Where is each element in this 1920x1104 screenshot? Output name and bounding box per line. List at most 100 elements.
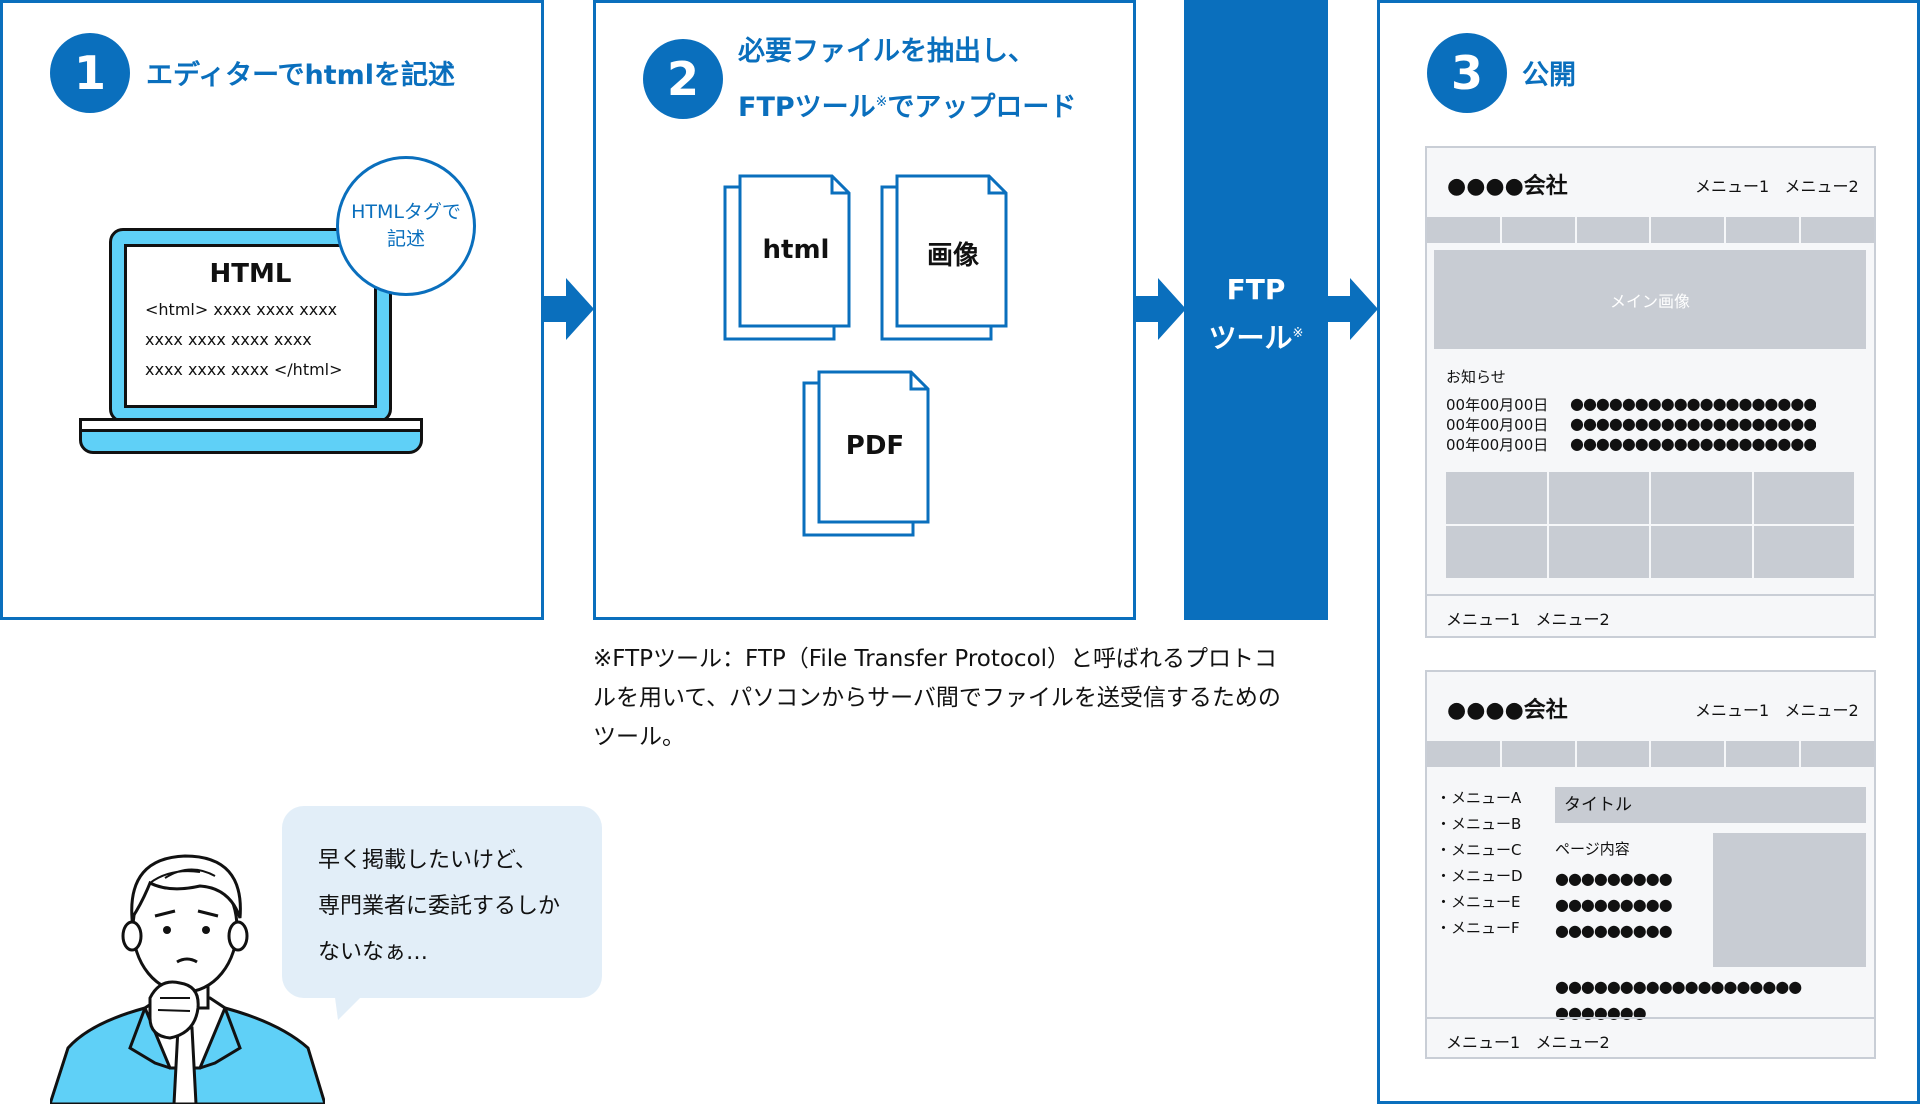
content-dots: ●●●●●●●●● [1555,869,1673,888]
news-text: ●●●●●●●●●●●●●●●●●●● [1570,394,1817,413]
page-content-dots: ●●●●●●●●● ●●●●●●●●● ●●●●●●●●● [1555,866,1705,944]
news-title: お知らせ [1446,368,1506,386]
grid-cell [1753,526,1854,578]
grid-cell [1548,526,1649,578]
content-dots: ●●●●●●●●● [1555,895,1673,914]
code-line: xxxx xxxx xxxx </html> [145,360,343,379]
worried-man-icon [50,854,325,1104]
news-date: 00年00月00日 [1446,396,1549,414]
news-row: 00年00月00日 ●●●●●●●●●●●●●●●●●●● [1446,414,1866,434]
speech-line: ないなぁ… [318,940,429,965]
menu-item: メニュー1 [1695,177,1770,196]
ftp-tool-text: ツール [1208,321,1293,355]
file-label: html [762,235,830,265]
site-nav-bar [1427,741,1874,767]
code-line: xxxx xxxx xxxx xxxx [145,330,312,349]
speech-bubble: 早く掲載したいけど、 専門業者に委託するしか ないなぁ… [282,806,602,998]
menu-item: メニュー2 [1535,610,1610,629]
site-footer-menu: メニュー1 メニュー2 [1446,606,1610,630]
step2-title-rest: でアップロード [887,92,1077,123]
website-mockup-top: ●●●●会社 メニュー1 メニュー2 メイン画像 お知らせ 00年00月00日 … [1425,146,1876,638]
news-list: 00年00月00日 ●●●●●●●●●●●●●●●●●●● 00年00月00日 … [1446,394,1866,454]
menu-item: メニュー1 [1446,610,1521,629]
side-menu-item: ・メニューA [1436,789,1522,807]
ftp-label: FTP [1226,273,1286,306]
grid-cell [1651,526,1752,578]
side-menu: ・メニューA ・メニューB ・メニューC ・メニューD ・メニューE ・メニュー… [1436,785,1523,941]
laptop-base-top [79,418,423,432]
nav-cell [1576,217,1650,243]
step3-number: 3 [1427,33,1507,113]
step1-panel: 1 エディターでhtmlを記述 HTML <html> xxxx xxxx xx… [0,0,544,620]
nav-cell [1651,217,1725,243]
ftp-footnote: ※FTPツール：FTP（File Transfer Protocol）と呼ばれる… [593,640,1333,757]
grid-cell [1446,526,1547,578]
bubble-line: 記述 [386,228,425,250]
menu-item: メニュー2 [1784,701,1859,720]
step2-title-line2: FTPツール※でアップロード [738,77,1076,133]
nav-cell [1726,741,1800,767]
page-title-bar: タイトル [1555,787,1866,823]
html-tag-bubble: HTMLタグで 記述 [336,156,476,296]
grid-cell [1446,472,1547,524]
step2-title-line1: 必要ファイルを抽出し、 [738,36,1035,67]
menu-item: メニュー1 [1446,1033,1521,1052]
footnote-line: ※FTPツール：FTP（File Transfer Protocol）と呼ばれる… [593,646,1278,672]
site-header-menu: メニュー1 メニュー2 [1695,173,1859,197]
step3-panel: 3 公開 ●●●●会社 メニュー1 メニュー2 メイン画像 お知らせ 00年00… [1377,0,1920,1104]
main-image-label: メイン画像 [1609,291,1690,311]
page-image-placeholder [1713,833,1866,967]
news-date: 00年00月00日 [1446,436,1549,454]
nav-cell [1651,741,1725,767]
ftp-tool-mark: ※ [1292,326,1304,341]
arrow-right-icon [544,278,594,340]
side-menu-item: ・メニューC [1436,841,1522,859]
nav-cell [1576,741,1650,767]
site-company-name: ●●●●会社 [1447,698,1568,723]
page-title: タイトル [1564,795,1632,815]
ftp-tool-bar: FTP ツール※ [1184,0,1328,620]
file-html-icon: html [722,173,852,343]
content-dots: ●●●●●●● [1555,1003,1647,1022]
nav-cell [1427,741,1500,767]
arrow-right-icon [1328,278,1378,340]
step2-title-mark: ※ [875,94,888,110]
laptop-html-heading: HTML [209,259,292,289]
file-label: 画像 [926,241,979,271]
speech-bubble-tail-icon [334,990,368,1020]
nav-cell [1501,217,1575,243]
content-grid [1446,472,1854,578]
file-pdf-icon: PDF [801,369,931,539]
step2-title: 必要ファイルを抽出し、 FTPツール※でアップロード [738,27,1076,133]
arrow-right-icon [1136,278,1186,340]
grid-cell [1651,472,1752,524]
step3-title: 公開 [1522,60,1576,91]
site-nav-bar [1427,217,1874,243]
side-menu-item: ・メニューE [1436,893,1521,911]
step2-panel: 2 必要ファイルを抽出し、 FTPツール※でアップロード html 画像 PDF [593,0,1136,620]
news-text: ●●●●●●●●●●●●●●●●●●● [1570,434,1817,453]
page-content-label: ページ内容 [1555,840,1630,858]
menu-item: メニュー2 [1784,177,1859,196]
site-footer-menu: メニュー1 メニュー2 [1446,1029,1610,1053]
website-mockup-bottom: ●●●●会社 メニュー1 メニュー2 ・メニューA ・メニューB ・メニューC … [1425,670,1876,1059]
nav-cell [1801,217,1874,243]
site-footer-divider [1427,1017,1874,1019]
file-label: PDF [845,431,905,461]
side-menu-item: ・メニューF [1436,919,1520,937]
speech-line: 専門業者に委託するしか [318,894,561,919]
footnote-line: ツール。 [593,724,685,750]
nav-cell [1801,741,1874,767]
ftp-tool-label: ツール※ [1184,312,1328,360]
nav-cell [1501,741,1575,767]
news-row: 00年00月00日 ●●●●●●●●●●●●●●●●●●● [1446,434,1866,454]
news-text: ●●●●●●●●●●●●●●●●●●● [1570,414,1817,433]
footnote-line: ルを用いて、パソコンからサーバ間でファイルを送受信するための [593,685,1281,711]
site-header-menu: メニュー1 メニュー2 [1695,697,1859,721]
main-image-placeholder: メイン画像 [1434,250,1866,349]
grid-cell [1548,472,1649,524]
site-footer-divider [1427,594,1874,596]
speech-line: 早く掲載したいけど、 [318,848,537,873]
menu-item: メニュー2 [1535,1033,1610,1052]
step1-title: エディターでhtmlを記述 [146,60,456,91]
